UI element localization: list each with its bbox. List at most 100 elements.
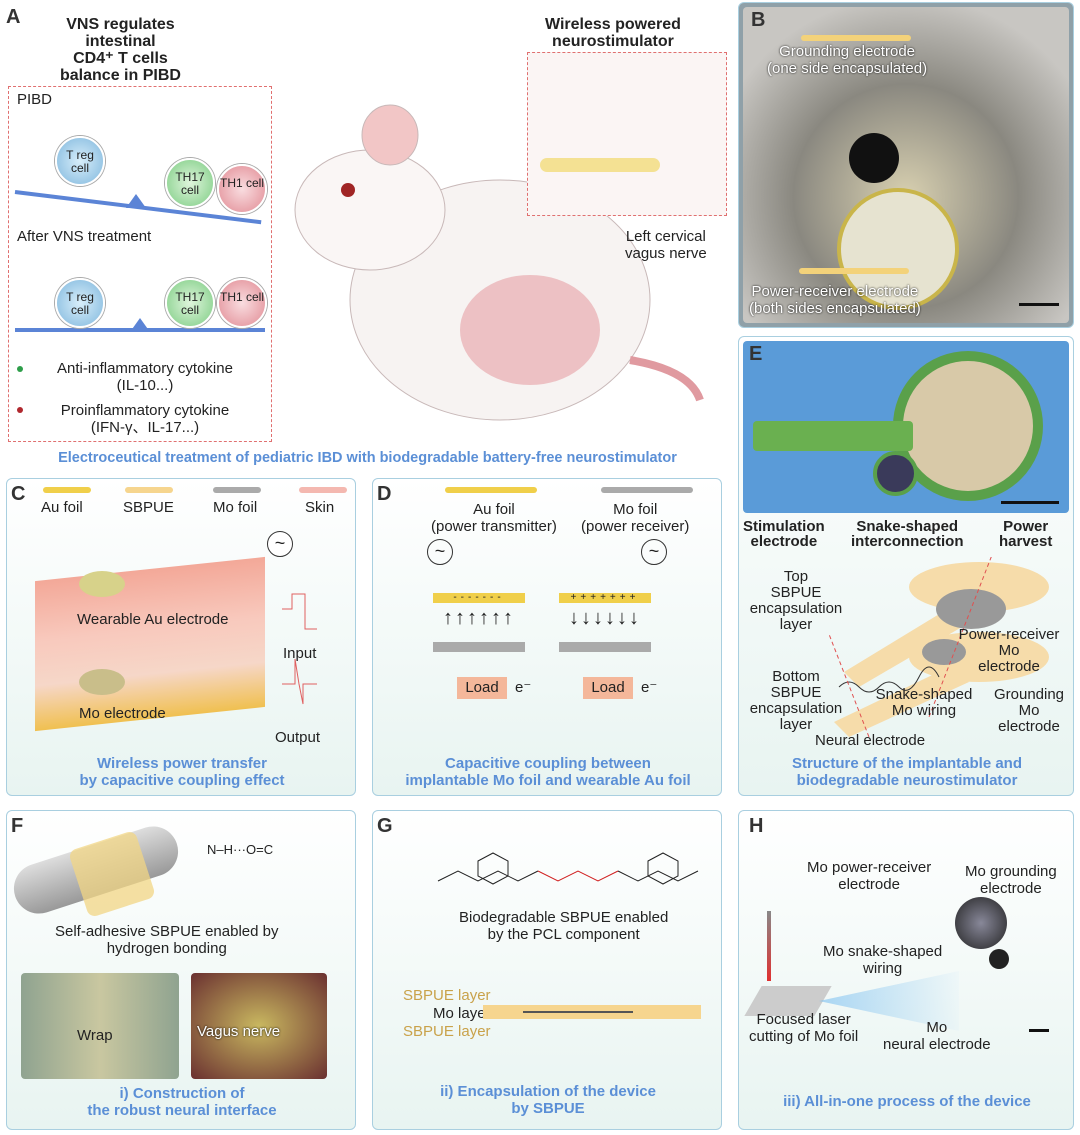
title-line: intestinal [85,33,156,50]
output-label: Output [275,729,321,746]
legend-sub: (IL-10...) [116,377,174,394]
electron-label: e⁻ [515,679,532,696]
caption-line: Capacitive coupling between [445,755,651,772]
load-box: Load [583,677,633,699]
title-line: Wireless powered [545,16,681,33]
label-line: Mo foil [613,501,658,518]
label-line: by the PCL component [487,926,640,943]
mo-layer [523,1011,633,1013]
mo-plate [433,642,525,652]
fulcrum-icon [126,194,146,208]
layer-label: SBPUE layer [403,987,491,1004]
wrap-label: Wrap [77,1027,113,1044]
label-line: Bottom [772,668,820,685]
legend-skin: Skin [305,499,335,516]
caption-line: biodegradable neurostimulator [796,772,1018,789]
skin-swatch [299,487,347,493]
scale-bar [1001,501,1059,504]
th17-cell: TH17 cell [165,278,215,328]
sbpue-chemical-structure [437,852,699,885]
au-plate: +++++++ [559,593,651,603]
label-line: SBPUE [770,684,822,701]
caption-line: Wireless power transfer [97,755,267,772]
label-line: Mo [998,642,1020,659]
vagus-label: Vagus nerve [197,1023,281,1040]
mo-electrode [79,669,125,695]
label-line: layer [779,716,813,733]
th1-cell: TH1 cell [217,278,267,328]
caption-line: Structure of the implantable and [791,755,1023,772]
panel-letter: E [749,343,763,365]
label-line: electrode [998,718,1060,735]
red-dot-icon [17,407,23,413]
hydrogen-bond-diagram: N–H···O=C [207,842,274,857]
grounding-electrode [873,451,918,496]
label-line: encapsulation [749,700,843,717]
legend-sbpue: SBPUE [123,499,174,516]
label-line: (one side encapsulated) [767,60,928,77]
receiver-electrode [837,188,959,310]
field-arrows-up: ↑↑↑↑↑↑ [443,607,515,629]
label-line: Mo [926,1019,948,1036]
header-line: Snake-shaped [856,518,959,535]
title-line: neurostimulator [552,33,674,50]
cell-balance-box [8,86,272,442]
ac-source-icon: ~ [641,539,667,565]
wrap-photo [21,973,179,1079]
caption-line: implantable Mo foil and wearable Au foil [405,772,691,789]
mouse-illustration [294,104,704,421]
mo-foil-swatch [601,487,693,493]
label-line: Power-receiver electrode [751,283,919,300]
panel-letter: C [11,483,26,505]
th1-cell: TH1 cell [217,164,267,214]
label-line: Top [783,568,809,585]
label-line: Power-receiver [958,626,1060,643]
mo-electrode-label: Mo electrode [79,705,166,722]
label-line: neural electrode [883,1036,991,1053]
panel-d: D Au foil(power transmitter) Mo foil(pow… [372,478,722,796]
panel-letter: A [6,6,21,28]
wearable-label: Wearable Au electrode [77,611,229,628]
caption-line: i) Construction of [119,1085,245,1102]
grounding-label: Grounding electrode(one side encapsulate… [767,43,927,77]
panel-a-title: VNS regulates intestinal CD4⁺ T cells ba… [60,16,181,84]
label-line: vagus nerve [625,245,707,262]
label-line: Focused laser [756,1011,851,1028]
mo-foil-swatch [213,487,261,493]
treg-cell: T reg cell [55,278,105,328]
label-line: electrode [978,658,1040,675]
legend-mo: Mo foil [213,499,258,516]
ac-source-icon: ~ [267,531,293,557]
panel-letter: B [751,9,766,31]
caption-line: ii) Encapsulation of the device [440,1083,656,1100]
header-line: Stimulation [743,518,825,535]
title-line: balance in PIBD [60,67,181,84]
waveforms [282,593,317,705]
vagus-photo [191,973,327,1079]
green-dot-icon [17,366,23,372]
title-line: CD4⁺ T cells [73,50,168,67]
header-line: interconnection [851,533,964,550]
legend-sub: (IFN-γ、IL-17...) [90,419,200,436]
label-line: Grounding [993,686,1065,703]
label-line: cutting of Mo foil [749,1028,859,1045]
mo-label: Mo foil(power receiver) [581,501,689,535]
label-line: Biodegradable SBPUE enabled [459,909,669,926]
panel-letter: G [377,815,393,837]
legend-au: Au foil [41,499,83,516]
au-electrode [79,571,125,597]
label-line: Mo wiring [891,702,957,719]
neck-inset [527,52,727,216]
